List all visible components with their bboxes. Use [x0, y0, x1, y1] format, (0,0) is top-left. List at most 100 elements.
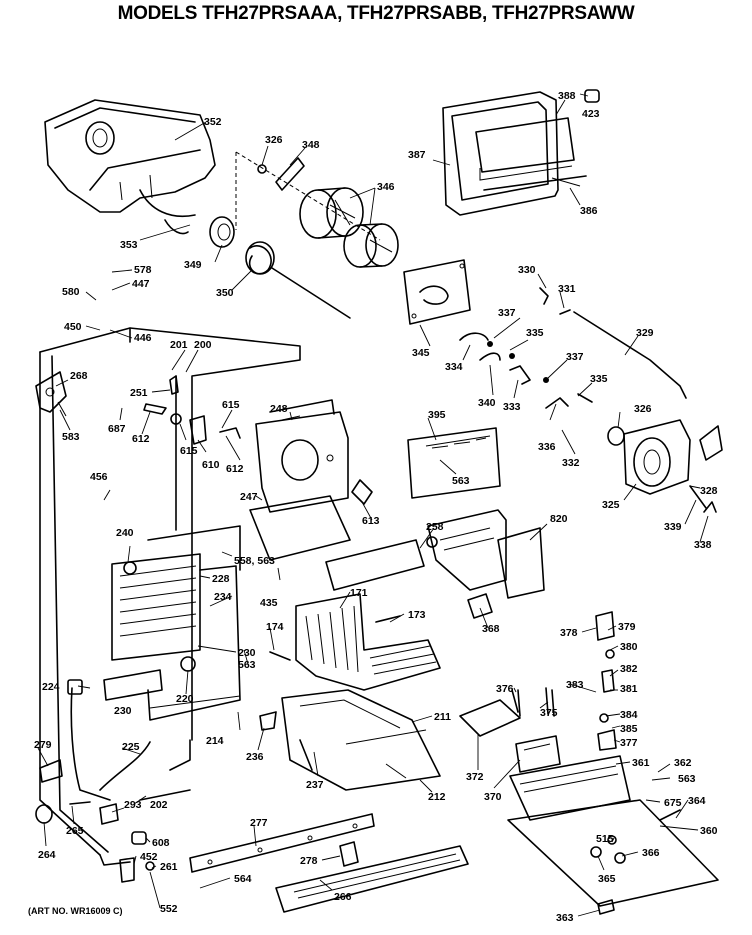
label-200: 200: [194, 339, 212, 351]
label-349: 349: [184, 259, 202, 271]
label-331: 331: [558, 283, 576, 295]
dispenser-door-part: [442, 89, 600, 216]
leader-lines: [37, 93, 709, 917]
motor-assembly-part: [607, 419, 723, 513]
base-grille-part: [275, 845, 469, 913]
label-366: 366: [642, 847, 660, 859]
lamp-socket-part: [35, 371, 67, 417]
label-334: 334: [445, 361, 463, 373]
ice-basket-part: [295, 593, 441, 691]
label-220: 220: [176, 693, 194, 705]
control-plate-part: [507, 755, 719, 915]
part-labels: 352 326 348 346 387 388 423 386 353 349 …: [28, 90, 718, 924]
label-378: 378: [560, 627, 578, 639]
label-337-b: 337: [566, 351, 584, 363]
label-687: 687: [108, 423, 126, 435]
label-337-a: 337: [498, 307, 516, 319]
label-578: 578: [134, 264, 152, 276]
wire-harness-parts: [511, 687, 555, 717]
duct-part: [325, 539, 425, 591]
label-174: 174: [266, 621, 284, 633]
label-384: 384: [620, 709, 638, 721]
label-225: 225: [122, 741, 140, 753]
label-248: 248: [270, 403, 288, 415]
label-350: 350: [216, 287, 234, 299]
label-364: 364: [688, 795, 706, 807]
label-612-b: 612: [226, 463, 244, 475]
label-563-c: 563: [678, 773, 696, 785]
label-423: 423: [582, 108, 600, 120]
label-383: 383: [566, 679, 584, 691]
label-360: 360: [700, 825, 718, 837]
label-362: 362: [674, 757, 692, 769]
slide-rail-part: [189, 813, 375, 873]
fan-housing-part: [249, 399, 373, 561]
auger-parts: [209, 151, 399, 319]
label-214: 214: [206, 735, 224, 747]
label-333: 333: [503, 401, 521, 413]
label-583: 583: [62, 431, 80, 443]
label-201: 201: [170, 339, 188, 351]
icemaker-part: [426, 509, 545, 599]
label-325: 325: [602, 499, 620, 511]
label-335-b: 335: [590, 373, 608, 385]
label-293: 293: [124, 799, 142, 811]
label-365: 365: [598, 873, 616, 885]
clip-part: [269, 651, 291, 661]
fill-tube-part: [39, 679, 191, 801]
label-387: 387: [408, 149, 426, 161]
label-251: 251: [130, 387, 148, 399]
water-valve-parts: [35, 801, 119, 825]
label-563-a: 563: [452, 475, 470, 487]
label-580: 580: [62, 286, 80, 298]
storage-bin-part: [281, 689, 441, 791]
label-326: 326: [265, 134, 283, 146]
label-452: 452: [140, 851, 158, 863]
label-329: 329: [636, 327, 654, 339]
label-346: 346: [377, 181, 395, 193]
label-377: 377: [620, 737, 638, 749]
label-563-b: 563: [238, 659, 256, 671]
mounting-plate-part: [403, 259, 471, 325]
label-173: 173: [408, 609, 426, 621]
label-277: 277: [250, 817, 268, 829]
label-234: 234: [214, 591, 232, 603]
label-348: 348: [302, 139, 320, 151]
label-379: 379: [618, 621, 636, 633]
label-447: 447: [132, 278, 150, 290]
label-353: 353: [120, 239, 138, 251]
label-446: 446: [134, 332, 152, 344]
label-552: 552: [160, 903, 178, 915]
label-171: 171: [350, 587, 368, 599]
label-202: 202: [150, 799, 168, 811]
label-211: 211: [434, 711, 451, 723]
label-380: 380: [620, 641, 638, 653]
label-370: 370: [484, 791, 502, 803]
label-326-b: 326: [634, 403, 652, 415]
label-382: 382: [620, 663, 638, 675]
relay-parts: [595, 611, 617, 751]
label-261: 261: [160, 861, 178, 873]
roller-part: [339, 841, 359, 867]
label-450: 450: [64, 321, 82, 333]
linkage-parts: [459, 287, 687, 409]
ice-bucket-part: [44, 99, 216, 235]
label-564: 564: [234, 873, 252, 885]
diagram-title: MODELS TFH27PRSAAA, TFH27PRSABB, TFH27PR…: [117, 3, 635, 24]
evaporator-part: [103, 525, 241, 721]
label-237: 237: [306, 779, 324, 791]
label-361: 361: [632, 757, 650, 769]
label-352: 352: [204, 116, 222, 128]
label-675: 675: [664, 797, 682, 809]
label-264: 264: [38, 849, 56, 861]
label-372: 372: [466, 771, 484, 783]
label-266: 266: [334, 891, 352, 903]
label-330: 330: [518, 264, 536, 276]
label-615-b: 615: [222, 399, 240, 411]
label-456: 456: [90, 471, 108, 483]
label-230-a: 230: [238, 647, 256, 659]
label-612-a: 612: [132, 433, 150, 445]
label-240: 240: [116, 527, 134, 539]
label-332: 332: [562, 457, 580, 469]
